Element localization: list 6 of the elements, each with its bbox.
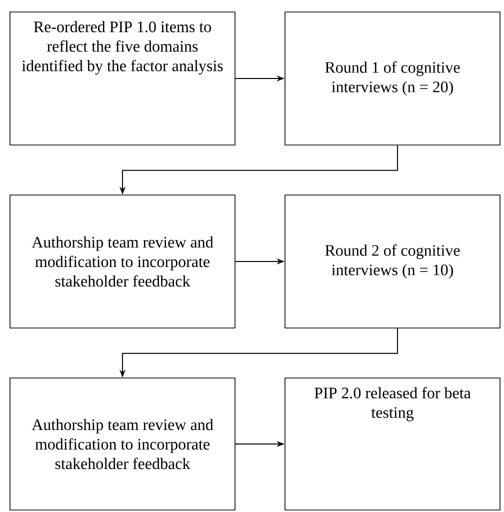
process-box: Authorship team review and modification to incorporate stakeholder feedback: [10, 378, 236, 510]
process-box: PIP 2.0 released for beta testing: [284, 378, 500, 510]
process-box: Authorship team review and modification to incorporate stakeholder feedback: [10, 194, 236, 328]
process-box: Re-ordered PIP 1.0 items to reflect the five domains identified by the factor analysis: [10, 12, 236, 146]
process-box: Round 2 of cognitive interviews (n = 10): [284, 194, 500, 328]
process-box: Round 1 of cognitive interviews (n = 20): [284, 12, 500, 146]
